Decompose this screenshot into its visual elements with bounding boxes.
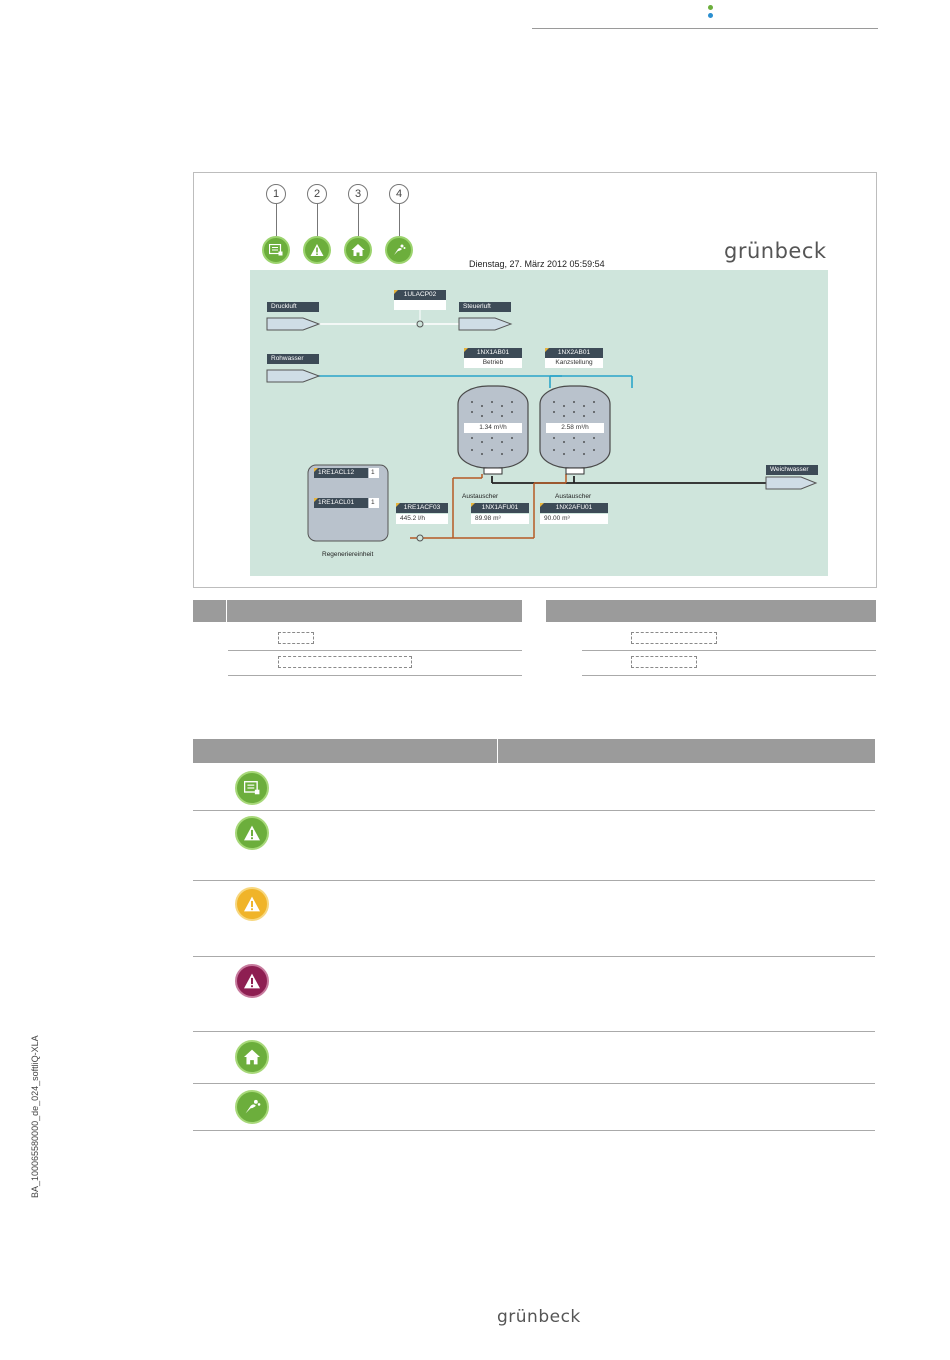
legend-warning-red: [235, 964, 269, 998]
row-divider: [193, 1130, 875, 1131]
ab01-2-tag: 1NX2AB01: [545, 348, 603, 358]
callout-line: [317, 204, 318, 236]
row-divider: [582, 675, 876, 676]
list-menu-icon: [269, 244, 283, 256]
row-divider: [193, 810, 875, 811]
pipe-diagram: [266, 310, 818, 542]
row-divider: [193, 1083, 875, 1084]
ab01-1-status: Betrieb: [464, 358, 522, 368]
flow-1: 1.34 m³/h: [464, 423, 522, 433]
callout-line: [399, 204, 400, 236]
row-divider: [193, 880, 875, 881]
legend-warning-green: [235, 816, 269, 850]
flow-2: 2.58 m³/h: [546, 423, 604, 433]
document-code: BA_100065580000_de_024_softliQ-XLA: [30, 1035, 40, 1198]
row-divider: [228, 675, 522, 676]
screenshot-frame: 1 2 3 4 grünbeck Dienstag, 27. M: [193, 172, 877, 588]
afu01-2-tag: 1NX2AFU01: [540, 503, 608, 513]
menu-button[interactable]: [262, 236, 290, 264]
header-dot-blue: [708, 13, 713, 18]
afu01-1-tag: 1NX1AFU01: [471, 503, 529, 513]
druckluft-label: Druckluft: [267, 302, 319, 312]
legend-warning-yellow: [235, 887, 269, 921]
acl01-value: 1: [369, 498, 379, 508]
acp02-tag: 1ULACP02: [394, 290, 446, 300]
home-button[interactable]: [344, 236, 372, 264]
home-icon: [244, 1049, 260, 1065]
icon-table-header: [193, 739, 875, 763]
warning-icon: [244, 825, 260, 841]
home-icon: [351, 244, 365, 256]
header-rule: [532, 28, 878, 29]
alarm-button[interactable]: [303, 236, 331, 264]
regeneriereinheit-label: Regeneriereinheit: [322, 551, 374, 558]
placeholder-box: [278, 656, 412, 668]
legend-service-button: [235, 1090, 269, 1124]
acp02-value: [394, 300, 446, 310]
row-divider: [193, 956, 875, 957]
acl12-tag: 1RE1ACL12: [314, 468, 368, 478]
warning-icon: [244, 896, 260, 912]
placeholder-box: [631, 656, 697, 668]
list-menu-icon: [244, 781, 260, 795]
legend-menu-button: [235, 771, 269, 805]
steuerluft-label: Steuerluft: [459, 302, 511, 312]
service-button[interactable]: [385, 236, 413, 264]
row-divider: [228, 650, 522, 651]
callout-line: [276, 204, 277, 236]
acf03-value: 445.2 l/h: [396, 514, 448, 524]
row-divider: [193, 1031, 875, 1032]
acl01-tag: 1RE1ACL01: [314, 498, 368, 508]
austauscher-1-label: Austauscher: [462, 493, 499, 500]
service-icon: [245, 1099, 261, 1114]
acl12-value: 1: [369, 468, 379, 478]
header-divider: [497, 739, 498, 763]
acf03-tag: 1RE1ACF03: [396, 503, 448, 513]
afu01-2-value: 90.00 m³: [540, 514, 608, 524]
warning-icon: [244, 973, 260, 989]
callout-3: 3: [348, 184, 368, 204]
service-icon: [394, 244, 406, 255]
ab01-2-status: Kanzstellung: [545, 358, 603, 368]
rohwasser-label: Rohwasser: [267, 354, 319, 364]
row-divider: [582, 650, 876, 651]
callout-table-left-header: [193, 600, 522, 622]
footer-logo: grünbeck: [497, 1307, 581, 1327]
legend-home-button: [235, 1040, 269, 1074]
afu01-1-value: 89.98 m³: [471, 514, 529, 524]
ab01-1-tag: 1NX1AB01: [464, 348, 522, 358]
callout-2: 2: [307, 184, 327, 204]
warning-icon: [310, 244, 324, 256]
header-divider: [226, 600, 227, 622]
process-panel: Druckluft Steuerluft Rohwasser Weichwass…: [250, 270, 828, 576]
weichwasser-label: Weichwasser: [766, 465, 818, 475]
callout-table-right-header: [546, 600, 876, 622]
datetime-display: Dienstag, 27. März 2012 05:59:54: [469, 259, 605, 269]
callout-line: [358, 204, 359, 236]
callout-4: 4: [389, 184, 409, 204]
austauscher-2-label: Austauscher: [555, 493, 592, 500]
screen-logo: grünbeck: [724, 239, 827, 263]
header-dot-green: [708, 5, 713, 10]
callout-1: 1: [266, 184, 286, 204]
placeholder-box: [278, 632, 314, 644]
placeholder-box: [631, 632, 717, 644]
